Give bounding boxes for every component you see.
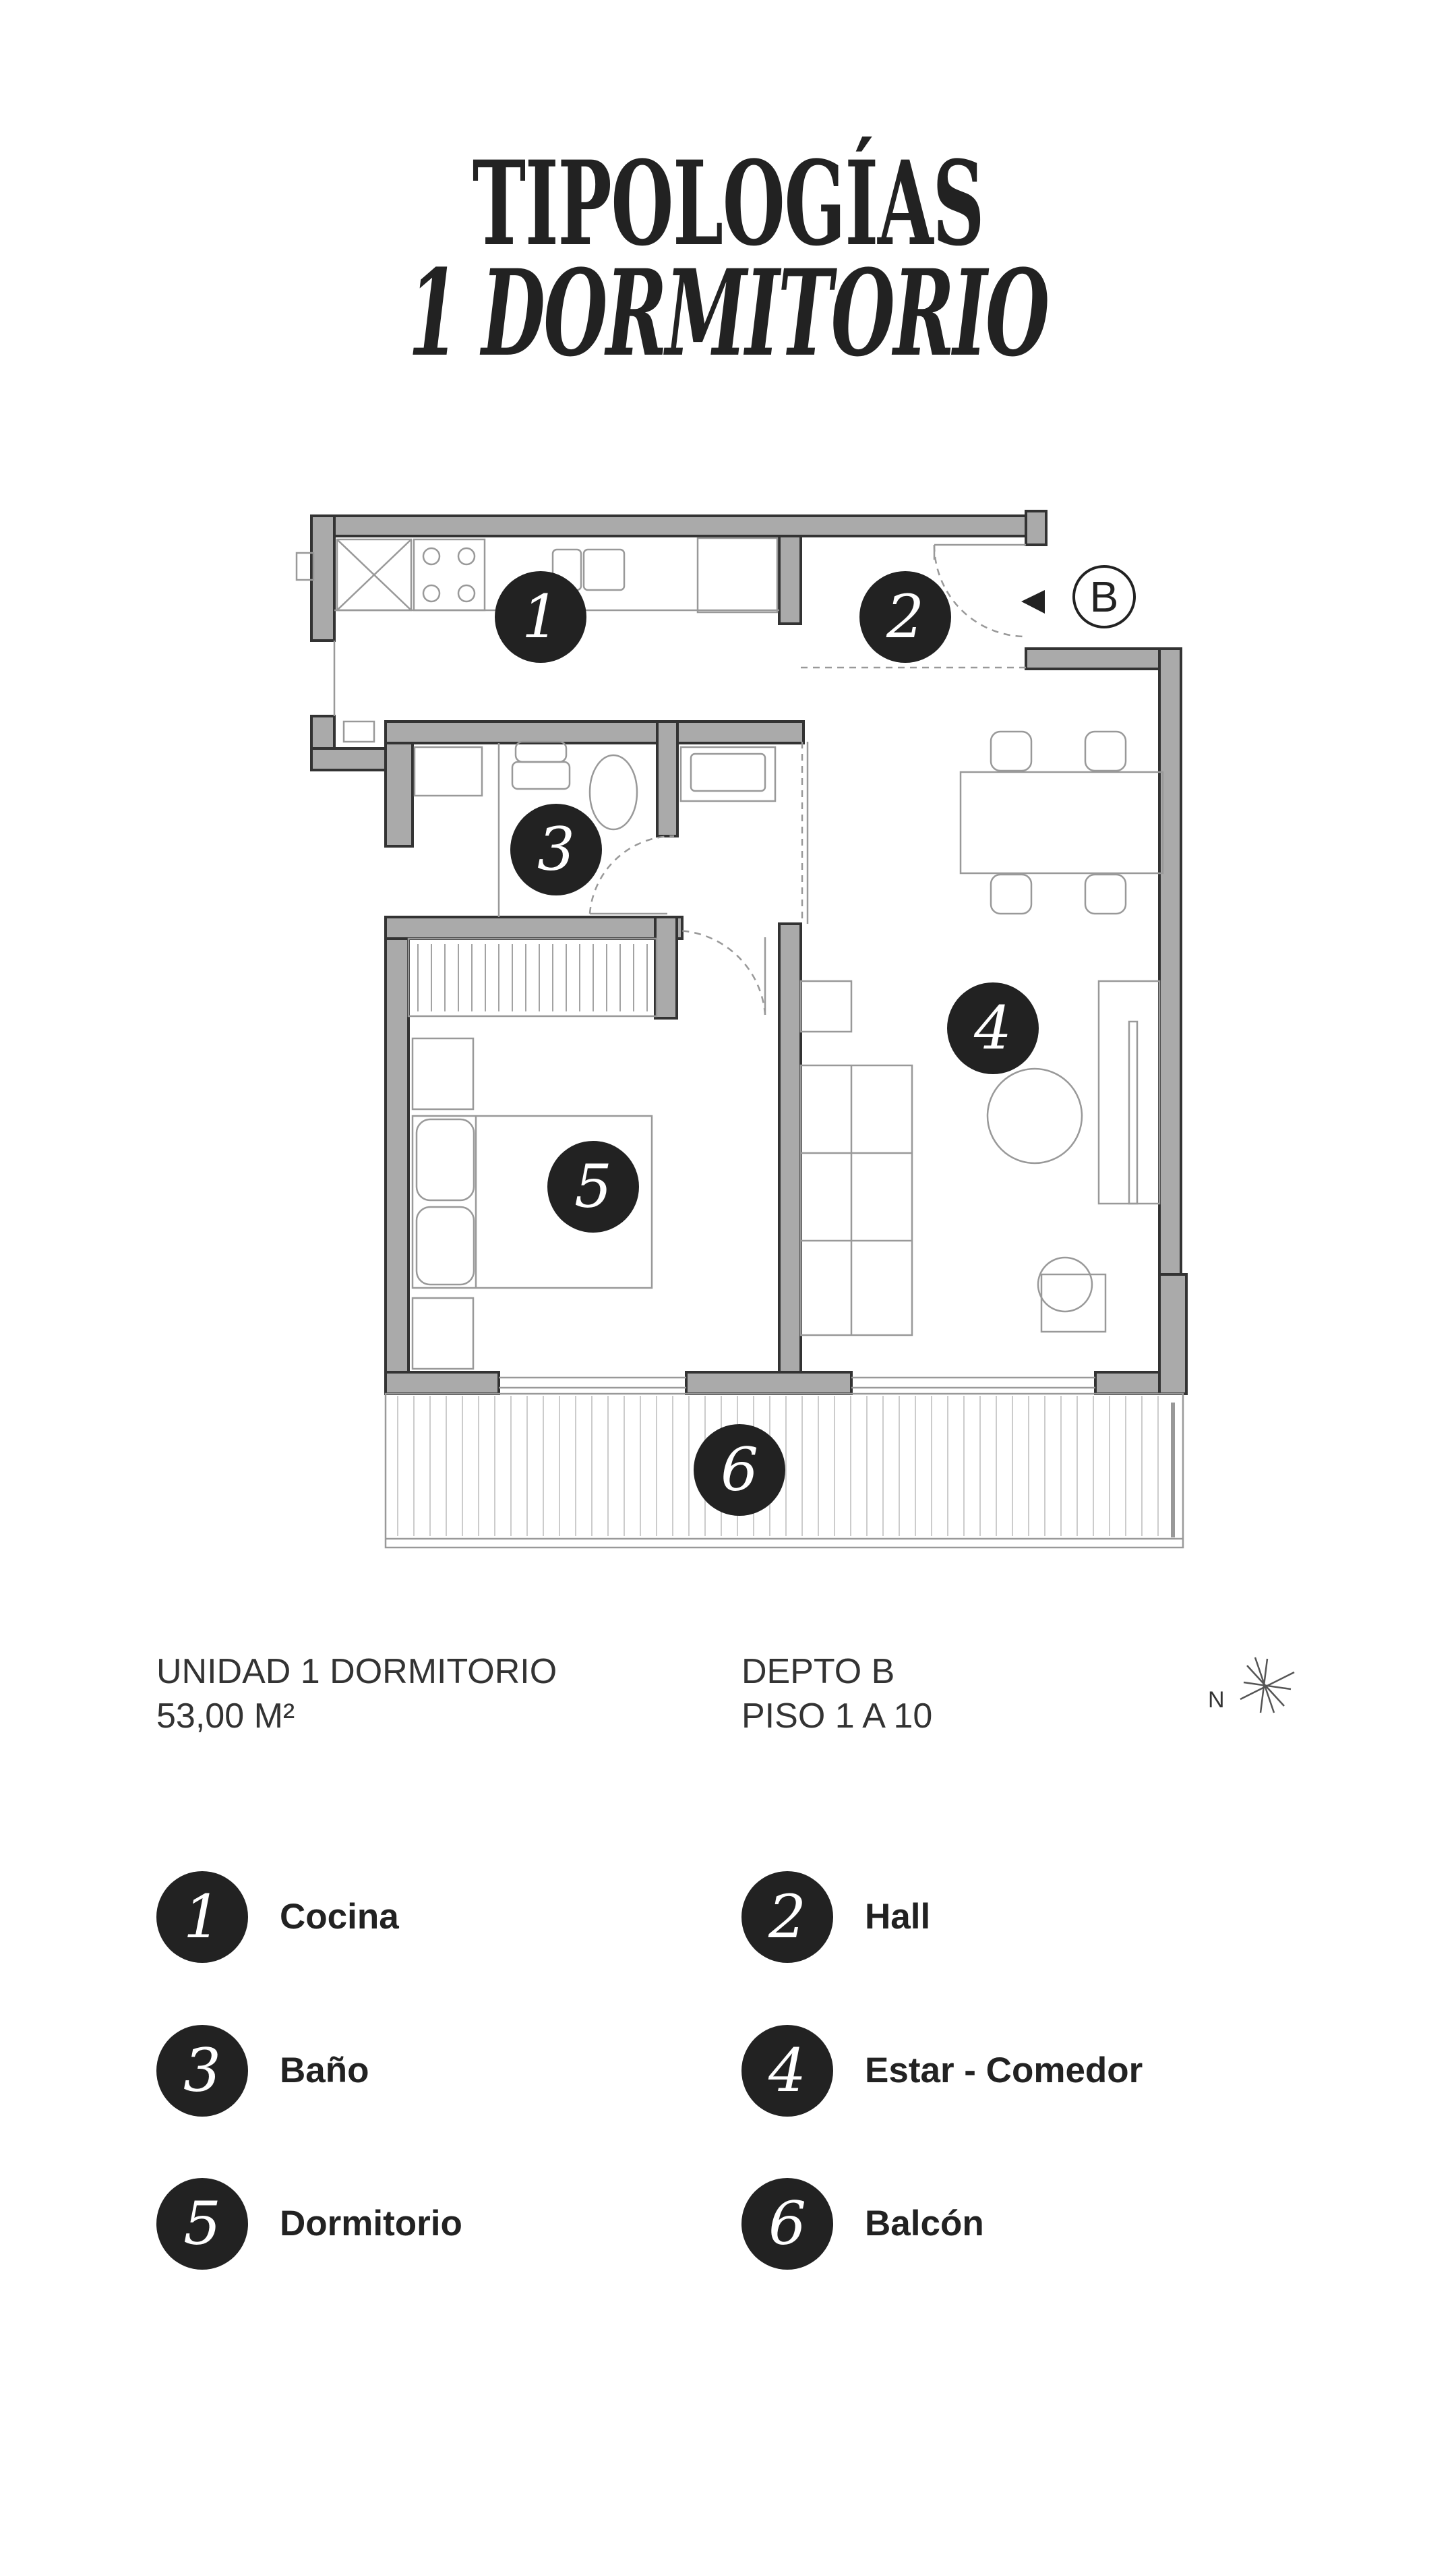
walls [310,510,1188,1395]
legend-badge-1: 1 [156,1871,248,1963]
svg-text:3: 3 [537,815,575,884]
title-line-1: TIPOLOGÍAS [472,135,985,272]
svg-text:2: 2 [886,582,924,651]
legend-badge-2: 2 [741,1871,833,1963]
unit-area: 53,00 M² [156,1697,295,1736]
legend-badge-4: 4 [741,2025,833,2117]
legend-badge-6: 6 [741,2178,833,2270]
entrance-label: B [1090,572,1119,621]
svg-text:5: 5 [574,1152,612,1221]
room-badge-4: 4 [947,982,1039,1074]
legend-badge-3: 3 [156,2025,248,2117]
balcony-decking [397,1396,1159,1536]
room-badge-2: 2 [859,571,951,663]
legend-label-cocina: Cocina [280,1897,399,1937]
compass-label: N [1208,1687,1225,1713]
room-badge-5: 5 [547,1141,639,1233]
svg-text:1: 1 [522,582,559,651]
floor-plan: B 1 2 3 4 5 6 [295,510,1188,1549]
compass: N [1200,1652,1301,1719]
legend-label-dormitorio: Dormitorio [280,2204,462,2243]
legend-label-bano: Baño [280,2051,369,2090]
svg-text:6: 6 [721,1435,758,1504]
legend-label-estar-comedor: Estar - Comedor [865,2051,1143,2090]
title-line-2: 1 DORMITORIO [408,243,1050,383]
unit-floors: PISO 1 A 10 [741,1697,933,1736]
room-badge-1: 1 [495,571,586,663]
legend-label-hall: Hall [865,1897,931,1937]
unit-depto: DEPTO B [741,1652,895,1691]
entrance-arrow-icon [1021,590,1045,614]
room-badge-3: 3 [510,804,602,895]
compass-icon [1240,1657,1295,1713]
room-badge-6: 6 [694,1424,785,1516]
entrance-marker [1072,565,1136,628]
legend-label-balcon: Balcón [865,2204,984,2243]
legend-badge-5: 5 [156,2178,248,2270]
unit-type: UNIDAD 1 DORMITORIO [156,1652,557,1691]
fixtures [295,537,1184,1549]
svg-text:4: 4 [973,993,1012,1063]
